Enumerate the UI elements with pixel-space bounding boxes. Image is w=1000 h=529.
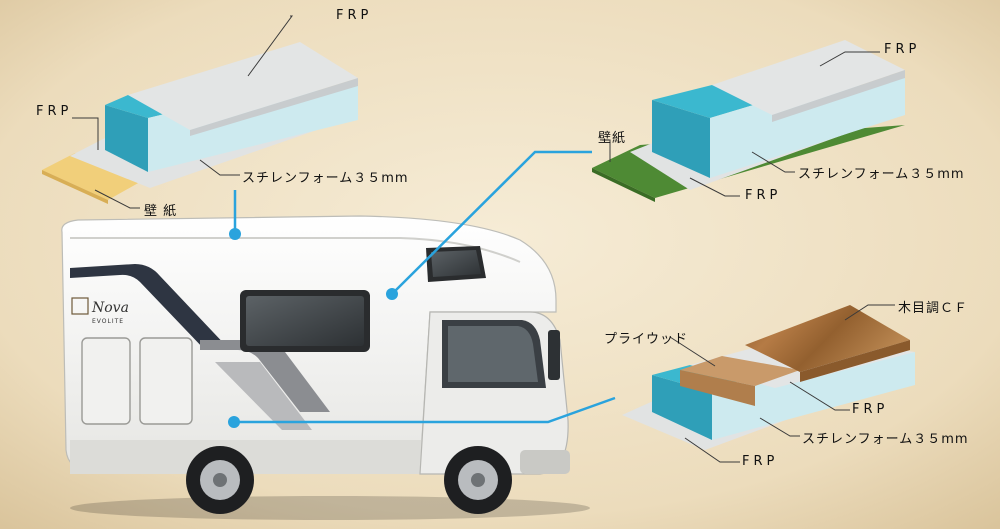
body-stripe-grey	[200, 340, 330, 412]
floor-leader-dot	[228, 416, 240, 428]
wall-panel-diagram	[592, 40, 905, 202]
body-stripe-dark	[70, 264, 230, 350]
foam-front-face	[652, 375, 712, 440]
frp-top-layer	[712, 40, 905, 115]
label-floor-foam: スチレンフォーム３５mm	[802, 432, 969, 447]
storage-door-right	[139, 337, 193, 425]
callout-lines	[72, 15, 895, 463]
leader-lines	[233, 150, 616, 424]
label-floor-wood-cf: 木目調ＣＦ	[898, 301, 969, 316]
label-floor-frp-bottom: FRP	[742, 454, 779, 469]
storage-door-left	[81, 337, 131, 425]
label-floor-plywood: プライウッド	[604, 332, 689, 347]
label-roof-foam: スチレンフォーム３５mm	[242, 171, 409, 186]
label-wall-foam: スチレンフォーム３５mm	[798, 167, 965, 182]
label-floor-frp-mid: FRP	[852, 402, 889, 417]
label-roof-frp-top: FRP	[336, 8, 373, 23]
floor-panel-diagram	[622, 305, 915, 450]
roof-panel-diagram	[42, 42, 360, 204]
label-wall-wallpaper: 壁紙	[598, 131, 627, 146]
foam-front-face	[105, 105, 148, 172]
wallpaper-layer	[42, 153, 140, 200]
foam-layer	[712, 352, 915, 440]
wood-cf-layer	[745, 305, 910, 372]
badge-sub: EVOLITE	[92, 318, 124, 325]
wall-leader-dot	[386, 288, 398, 300]
label-wall-frp-top: FRP	[884, 42, 921, 57]
wall-leader	[391, 150, 592, 295]
front-wheel	[444, 446, 512, 514]
floor-leader	[234, 396, 616, 424]
foam-front-face	[652, 100, 710, 178]
foam-layer	[710, 78, 905, 178]
plywood-layer	[680, 356, 800, 386]
frp-top-layer	[128, 42, 358, 130]
rear-wheel	[186, 446, 254, 514]
badge-name: Nova	[91, 300, 129, 316]
camper-vehicle: Nova EVOLITE	[61, 215, 590, 520]
label-roof-frp-side: FRP	[36, 104, 73, 119]
roof-leader-dot	[229, 228, 241, 240]
label-wall-frp-bottom: FRP	[745, 188, 782, 203]
label-roof-wallpaper: 壁 紙	[144, 204, 178, 219]
